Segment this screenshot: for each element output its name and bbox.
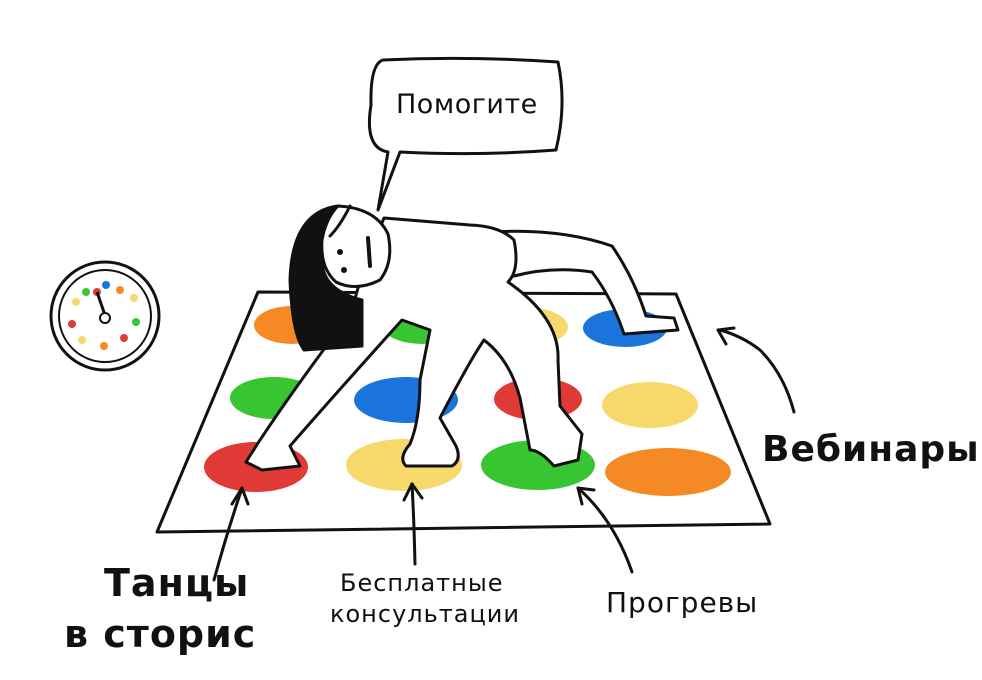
label-free-consult-line1: Бесплатные <box>340 569 504 597</box>
clock-icon <box>49 260 161 372</box>
label-free-consult-line2: консультации <box>330 600 520 628</box>
speech-bubble <box>367 56 564 212</box>
arrow-to-consultations <box>402 482 424 566</box>
arrow-to-webinars <box>716 326 796 414</box>
label-dances-line2: в сторис <box>64 612 257 656</box>
label-warmups: Прогревы <box>606 586 759 619</box>
label-dances-line1: Танцы <box>104 561 250 605</box>
arrow-to-warmups <box>576 486 634 574</box>
arrow-to-dances <box>212 486 250 582</box>
person-figure <box>244 204 680 472</box>
speech-bubble-text: Помогите <box>396 89 538 120</box>
arrows <box>212 326 796 582</box>
label-webinars: Вебинары <box>762 429 980 470</box>
